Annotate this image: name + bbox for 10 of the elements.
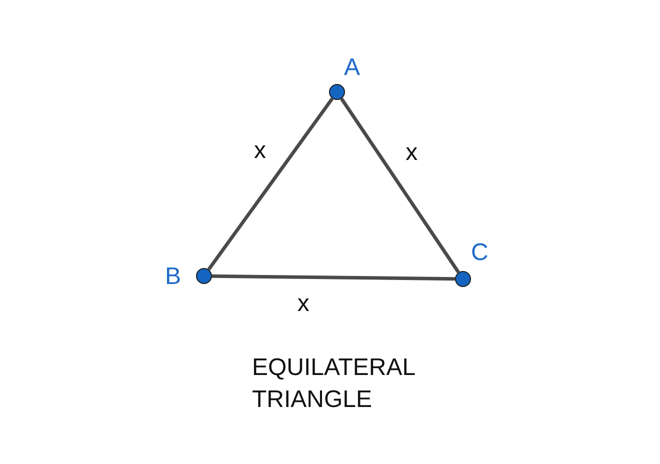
triangle-side — [340, 98, 460, 274]
triangle-side — [207, 97, 334, 271]
caption: EQUILATERAL TRIANGLE — [252, 353, 416, 415]
vertex-point — [196, 268, 212, 284]
vertex-label: B — [165, 265, 182, 289]
vertex-label: A — [344, 56, 360, 80]
vertex-label: C — [471, 241, 488, 265]
vertex-point — [329, 84, 345, 100]
triangle-side — [212, 274, 456, 281]
vertex-point — [455, 271, 471, 287]
